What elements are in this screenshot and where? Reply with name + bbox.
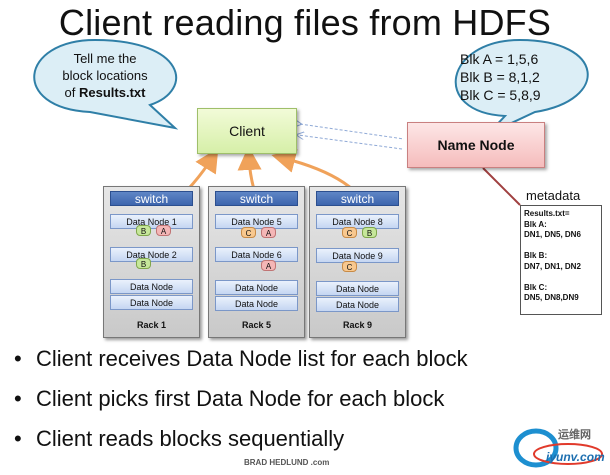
- switch[interactable]: switch: [110, 191, 193, 206]
- switch[interactable]: switch: [215, 191, 298, 206]
- callout-left-text: Tell me the block locations of Results.t…: [40, 50, 170, 101]
- rack-1[interactable]: switch Data Node 1 B A Data Node 2 B Dat…: [103, 186, 200, 338]
- metadata-line: Blk A:: [524, 219, 547, 229]
- block-a: A: [261, 227, 276, 238]
- block-b: B: [362, 227, 377, 238]
- rack-9[interactable]: switch Data Node 8 C B Data Node 9 C Dat…: [309, 186, 406, 338]
- callout-left-bubble: [33, 38, 179, 130]
- callout-right-line1: Blk A = 1,5,6: [460, 51, 539, 67]
- callout-left-prefix: of: [64, 85, 79, 100]
- data-node-9[interactable]: Data Node 9: [316, 248, 399, 263]
- block-c: C: [342, 261, 357, 272]
- metadata-line: [524, 272, 598, 283]
- rack-label: Rack 5: [241, 320, 272, 330]
- bullet-dot: •: [14, 346, 22, 371]
- block-a: A: [156, 225, 171, 236]
- request-arrow: [300, 124, 405, 140]
- block-b: B: [136, 225, 151, 236]
- block-c: C: [241, 227, 256, 238]
- bullet-item: • Client picks first Data Node for each b…: [14, 386, 444, 412]
- metadata-box: Results.txt= Blk A: DN1, DN5, DN6 Blk B:…: [520, 205, 602, 315]
- metadata-connector: [482, 167, 521, 206]
- bullet-dot: •: [14, 386, 22, 411]
- block-b: B: [136, 258, 151, 269]
- metadata-line: Results.txt=: [524, 209, 570, 218]
- metadata-line: DN1, DN5, DN6: [524, 230, 581, 239]
- block-a: A: [261, 260, 276, 271]
- bullet-text: Client reads blocks sequentially: [36, 426, 345, 451]
- metadata-line: DN7, DN1, DN2: [524, 261, 581, 271]
- metadata-line: Blk C:: [524, 282, 548, 292]
- data-node-2[interactable]: Data Node 2: [110, 247, 193, 262]
- data-node-8[interactable]: Data Node 8: [316, 214, 399, 229]
- callout-left-line3: of Results.txt: [40, 84, 170, 101]
- metadata-line: Blk B:: [524, 251, 548, 260]
- data-node-1[interactable]: Data Node 1: [110, 214, 193, 229]
- rack-5[interactable]: switch Data Node 5 C A Data Node 6 A Dat…: [208, 186, 305, 338]
- bullet-text: Client picks first Data Node for each bl…: [36, 386, 445, 411]
- credit-text: BRAD HEDLUND .com: [244, 458, 330, 467]
- logo-cn-text: 运维网: [558, 429, 591, 441]
- metadata-line: DN5, DN8,DN9: [524, 293, 579, 302]
- logo-mark-icon: [513, 428, 603, 468]
- logo-domain-text: iyunv.com: [546, 450, 605, 464]
- block-c: C: [342, 227, 357, 238]
- metadata-label: metadata: [526, 188, 581, 203]
- data-node[interactable]: Data Node: [110, 295, 193, 310]
- bullet-dot: •: [14, 426, 22, 451]
- callout-left-line2: block locations: [62, 68, 148, 83]
- data-node[interactable]: Data Node: [110, 279, 193, 294]
- callout-left-filename: Results.txt: [79, 85, 146, 100]
- slide-title: Client reading files from HDFS: [58, 2, 552, 43]
- rack-label: Rack 9: [342, 320, 373, 330]
- callout-left-line1: Tell me the: [73, 51, 137, 66]
- data-node[interactable]: Data Node: [316, 281, 399, 296]
- bullet-item: • Client receives Data Node list for each…: [14, 346, 468, 372]
- metadata-line: [524, 241, 598, 252]
- rack-label: Rack 1: [136, 320, 167, 330]
- bullet-item: • Client reads blocks sequentially: [14, 426, 344, 452]
- callout-right-line3: Blk C = 5,8,9: [460, 87, 541, 103]
- data-node[interactable]: Data Node: [316, 297, 399, 312]
- data-node[interactable]: Data Node: [215, 280, 298, 295]
- switch[interactable]: switch: [316, 191, 399, 206]
- data-node-5[interactable]: Data Node 5: [215, 214, 298, 229]
- callout-right-text: Blk A = 1,5,6 Blk B = 8,1,2 Blk C = 5,8,…: [460, 50, 580, 104]
- bullet-text: Client receives Data Node list for each …: [36, 346, 468, 371]
- data-node-6[interactable]: Data Node 6: [215, 247, 298, 262]
- data-node[interactable]: Data Node: [215, 296, 298, 311]
- callout-right-line2: Blk B = 8,1,2: [460, 69, 540, 85]
- namenode-box[interactable]: Name Node: [407, 122, 545, 168]
- client-box[interactable]: Client: [197, 108, 297, 154]
- response-arrow: [298, 135, 403, 150]
- watermark-logo: 运维网 iyunv.com: [508, 422, 608, 470]
